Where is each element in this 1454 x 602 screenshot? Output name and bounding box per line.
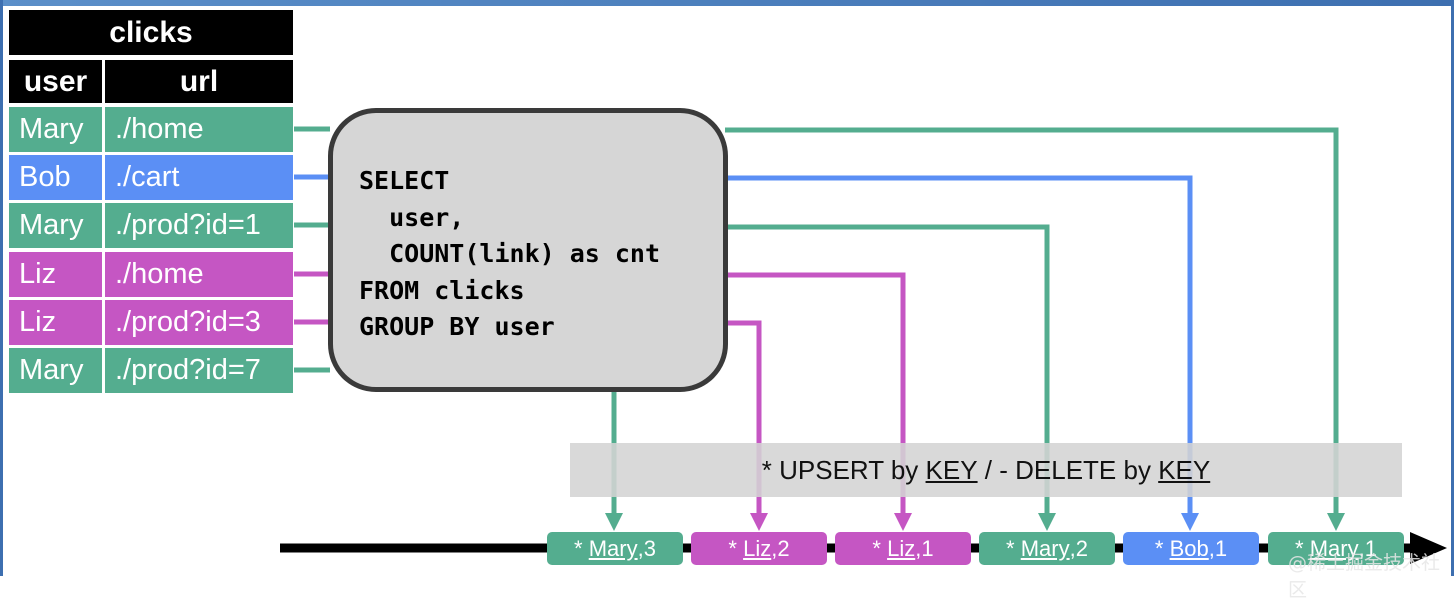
output-arrowhead [1038, 513, 1056, 531]
output-record: * Liz,1 [835, 532, 971, 565]
table-cell-user: Bob [9, 155, 102, 200]
table-cell-url: ./prod?id=3 [105, 300, 293, 345]
output-key: Mary [1020, 535, 1070, 561]
output-record: * Bob,1 [1123, 532, 1259, 565]
output-record: * Mary,3 [547, 532, 683, 565]
output-value: ,1 [1208, 535, 1228, 561]
output-value: ,2 [1069, 535, 1088, 561]
window-right-border [1451, 0, 1454, 576]
output-arrowhead [894, 513, 912, 531]
table-cell-user: Liz [9, 252, 102, 297]
timeline-arrowhead [1410, 532, 1447, 564]
output-key: Mary [588, 535, 638, 561]
output-arrowhead [1181, 513, 1199, 531]
output-value: ,2 [771, 535, 790, 561]
table-cell-user: Mary [9, 348, 102, 393]
table-cell-url: ./home [105, 107, 293, 152]
output-record: * Mary,2 [979, 532, 1115, 565]
window-left-border [0, 0, 3, 576]
output-key: Liz [887, 535, 916, 561]
table-cell-user: Mary [9, 203, 102, 248]
output-value: ,1 [1358, 535, 1377, 561]
window-top-border [0, 0, 1454, 6]
header-user: user [9, 60, 102, 103]
watermark: @稀土掘金技术社区 [1288, 552, 1441, 601]
output-prefix: * [1295, 535, 1310, 561]
banner-upsert-text: * UPSERT by [761, 454, 926, 485]
table-cell-url: ./prod?id=7 [105, 348, 293, 393]
output-connector [725, 224, 1050, 515]
output-arrowhead [605, 513, 623, 531]
output-prefix: * [728, 535, 744, 561]
output-connector [725, 272, 906, 515]
output-prefix: * [574, 535, 589, 561]
output-key: Liz [743, 535, 772, 561]
table-cell-user: Liz [9, 300, 102, 345]
table-cell-url: ./cart [105, 155, 293, 200]
output-connector [725, 175, 1193, 515]
table-cell-url: ./prod?id=1 [105, 203, 293, 248]
output-prefix: * [872, 535, 888, 561]
header-url: url [105, 60, 293, 103]
output-value: ,1 [915, 535, 934, 561]
sql-query-box: SELECT user, COUNT(link) as cnt FROM cli… [328, 108, 728, 392]
output-arrowhead [1327, 513, 1345, 531]
banner-separator: / - DELETE by [977, 454, 1159, 485]
table-title: clicks [9, 10, 293, 55]
upsert-delete-banner: * UPSERT by KEY / - DELETE by KEY [570, 443, 1402, 497]
output-key: Bob [1169, 535, 1209, 561]
output-arrowhead [750, 513, 768, 531]
output-value: ,3 [637, 535, 656, 561]
output-record: * Liz,2 [691, 532, 827, 565]
output-prefix: * [1006, 535, 1021, 561]
output-prefix: * [1154, 535, 1170, 561]
sql-query-text: SELECT user, COUNT(link) as cnt FROM cli… [359, 166, 661, 341]
table-cell-user: Mary [9, 107, 102, 152]
output-connector [725, 127, 1339, 515]
output-record: * Mary,1 [1268, 532, 1404, 565]
table-cell-url: ./home [105, 252, 293, 297]
banner-delete-key: KEY [1158, 454, 1211, 485]
output-key: Mary [1309, 535, 1359, 561]
banner-upsert-key: KEY [925, 454, 978, 485]
